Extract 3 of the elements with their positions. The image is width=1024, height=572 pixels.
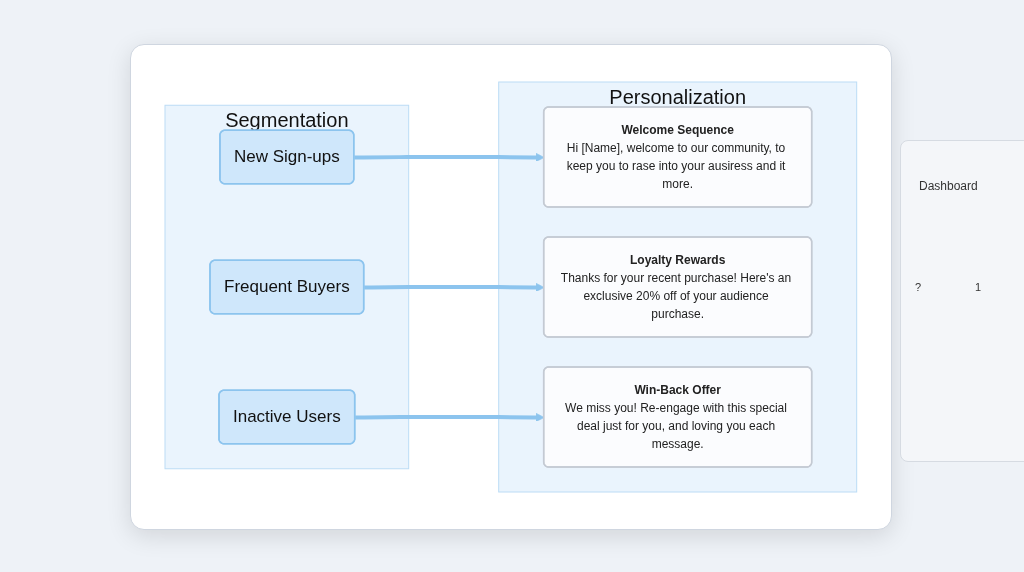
stat-value: 1 bbox=[975, 281, 982, 293]
dashboard-title: Dashboard bbox=[919, 179, 978, 193]
stat-value: ? bbox=[915, 281, 922, 293]
